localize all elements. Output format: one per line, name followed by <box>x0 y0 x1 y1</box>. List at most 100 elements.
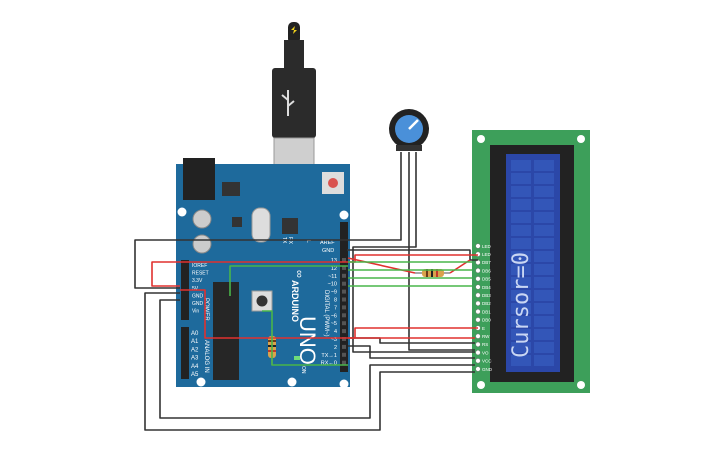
digital-pin[interactable] <box>342 281 346 286</box>
lcd-pin[interactable] <box>475 292 481 298</box>
digital-pin[interactable] <box>342 273 346 278</box>
digital-pin[interactable] <box>342 329 346 334</box>
lcd-char-cell <box>534 238 554 249</box>
digital-label: DIGITAL (PWM~) <box>323 290 329 337</box>
power-label: POWER <box>203 298 209 321</box>
digital-pin[interactable] <box>342 313 346 318</box>
lcd-char-cell <box>511 316 531 327</box>
lcd-pin-label: DB4 <box>482 285 491 290</box>
lcd-char-cell <box>511 329 531 340</box>
lcd-pin[interactable] <box>475 333 481 339</box>
digital-pin[interactable] <box>342 337 346 341</box>
lcd-pin-label: DB3 <box>482 293 491 298</box>
analog-label: ANALOG IN <box>203 340 209 373</box>
digital-pin-label: 2 <box>334 345 337 351</box>
digital-pin-label: 7 <box>334 305 337 311</box>
brand-label: ARDUINO <box>290 280 300 322</box>
lcd-char-cell <box>511 186 531 197</box>
lcd-char-cell <box>534 355 554 366</box>
lcd-pin[interactable] <box>475 341 481 347</box>
lcd-char-cell <box>511 303 531 314</box>
analog-header[interactable] <box>181 327 189 379</box>
lcd-char-cell <box>534 186 554 197</box>
digital-pin[interactable] <box>342 360 346 365</box>
digital-pin-label: RX←0 <box>321 361 337 367</box>
gnd-label: GND <box>322 248 334 254</box>
lcd-pin-label: E <box>482 326 485 331</box>
lcd-pin[interactable] <box>475 309 481 315</box>
wires[interactable] <box>134 152 478 431</box>
svg-text:∞: ∞ <box>293 270 305 278</box>
lcd-pin[interactable] <box>475 358 481 364</box>
digital-pin[interactable] <box>342 289 346 294</box>
lcd-pin-label: DB5 <box>482 277 491 282</box>
lcd-char-cell <box>534 199 554 210</box>
lcd-char-cell <box>511 173 531 184</box>
digital-pin[interactable] <box>342 297 346 302</box>
reset-button-top[interactable] <box>328 178 338 188</box>
lcd-pin[interactable] <box>475 268 481 274</box>
digital-pin-label: ~5 <box>331 321 337 327</box>
model-label: UNO <box>295 316 320 365</box>
lcd-display-text: Cursor=0 <box>509 252 534 358</box>
lcd-char-cell <box>511 277 531 288</box>
lcd-char-cell <box>534 290 554 301</box>
digital-header[interactable] <box>340 222 348 372</box>
power-pin-label: GND <box>192 293 204 299</box>
lcd-pin-label: GND <box>482 367 493 372</box>
lcd-char-cell <box>511 199 531 210</box>
resistor-backlight[interactable] <box>415 269 450 277</box>
lcd-char-cell <box>534 277 554 288</box>
analog-pin-label: A2 <box>191 347 199 353</box>
lcd-pin-label: DB0 <box>482 318 491 323</box>
lcd-pin-label: DB2 <box>482 301 491 306</box>
on-label: ON <box>300 366 306 374</box>
lcd-16x2-module[interactable]: Cursor=0 LEDLEDDB7DB6DB5DB4DB3DB2DB1DB0E… <box>472 130 590 393</box>
arduino-uno-board[interactable]: ARDUINO UNO ∞ ON TX RX L AREF GND DIGITA… <box>176 158 350 389</box>
lcd-pin[interactable] <box>475 366 481 372</box>
digital-pin[interactable] <box>342 344 346 349</box>
rx-label: RX <box>287 237 293 245</box>
potentiometer[interactable] <box>389 109 429 151</box>
digital-pin[interactable] <box>342 321 346 326</box>
l-label: L <box>305 240 311 243</box>
aref-label: AREF <box>320 240 335 246</box>
lcd-pin-label: LED <box>482 244 492 249</box>
lcd-char-cell <box>534 173 554 184</box>
analog-pin-label: A0 <box>191 331 199 337</box>
lcd-char-cell <box>511 225 531 236</box>
lcd-char-cell <box>534 316 554 327</box>
analog-pin-label: A1 <box>191 339 199 345</box>
digital-pin-label: 8 <box>334 298 337 304</box>
lcd-char-cell <box>534 212 554 223</box>
lcd-pin-label: DB6 <box>482 268 491 273</box>
digital-pin-label: ~3 <box>331 337 337 343</box>
power-pin-label: GND <box>192 301 204 307</box>
lcd-char-cell <box>534 342 554 353</box>
lcd-pin-label: VO <box>482 350 489 355</box>
lcd-pin[interactable] <box>475 350 481 356</box>
digital-pin[interactable] <box>342 265 346 270</box>
analog-pin-label: A4 <box>191 364 199 370</box>
digital-pin[interactable] <box>342 305 346 310</box>
lcd-char-cell <box>534 303 554 314</box>
lcd-pin[interactable] <box>475 276 481 282</box>
lcd-pin[interactable] <box>475 300 481 306</box>
lcd-char-cell <box>534 251 554 262</box>
power-pin-label: IOREF <box>192 263 207 269</box>
lcd-pin[interactable] <box>475 243 481 249</box>
power-pin-label: RESET <box>192 271 209 277</box>
lcd-pin-header[interactable]: LEDLEDDB7DB6DB5DB4DB3DB2DB1DB0ERWRSVOVCC… <box>475 243 493 372</box>
lcd-char-cell <box>511 251 531 262</box>
digital-pin-label: ~10 <box>328 282 337 288</box>
digital-pin[interactable] <box>342 258 346 262</box>
analog-pin-label: A5 <box>191 372 199 378</box>
pushbutton[interactable] <box>256 295 268 307</box>
digital-pin-label: ~6 <box>331 313 337 319</box>
lcd-pin[interactable] <box>475 284 481 290</box>
lcd-pin[interactable] <box>475 317 481 323</box>
digital-pin[interactable] <box>342 352 346 357</box>
